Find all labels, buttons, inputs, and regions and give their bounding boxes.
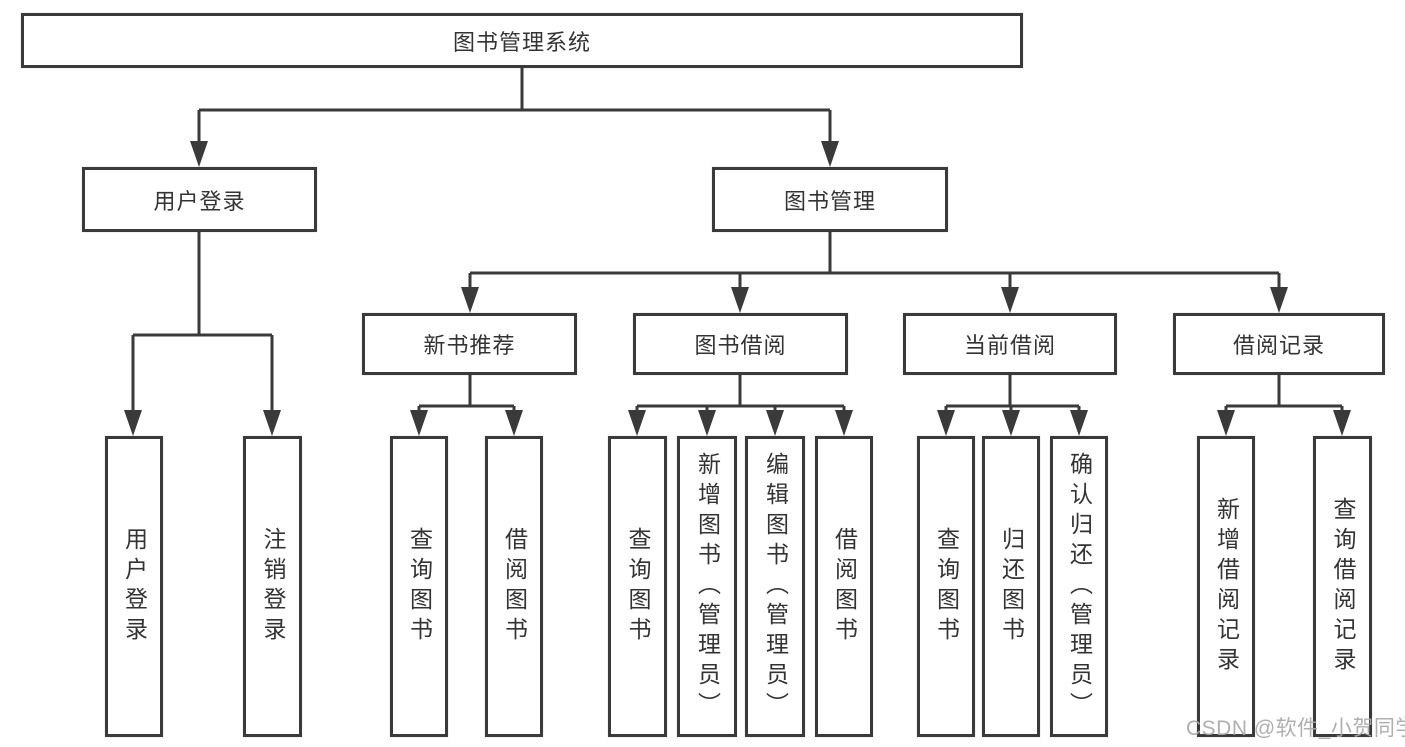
node-leaf-borrow-query-book-label: 查询图书 — [625, 526, 651, 647]
node-current-borrowing-label: 当前借阅 — [963, 333, 1056, 358]
node-leaf-query-borrow-record-label: 查询借阅记录 — [1330, 496, 1356, 677]
node-leaf-confirm-return-admin: 确认归还（管理员） — [1050, 436, 1108, 737]
node-book-borrowing: 图书借阅 — [633, 313, 848, 375]
node-leaf-add-book-admin: 新增图书（管理员） — [677, 436, 737, 737]
node-root-label: 图书管理系统 — [452, 29, 591, 55]
watermark: CSDN @软件_小贺同学 — [1186, 717, 1405, 740]
node-book-management: 图书管理 — [712, 167, 948, 232]
node-leaf-return-book-label: 归还图书 — [998, 526, 1025, 647]
node-leaf-borrow-borrow-book: 借阅图书 — [815, 436, 873, 737]
node-leaf-add-borrow-record-label: 新增借阅记录 — [1213, 496, 1240, 677]
node-leaf-logout: 注销登录 — [243, 436, 302, 737]
node-leaf-edit-book-admin-label: 编辑图书（管理员） — [762, 451, 789, 722]
node-leaf-borrow-query-book: 查询图书 — [608, 436, 667, 737]
node-leaf-logout-label: 注销登录 — [260, 526, 286, 647]
node-leaf-borrow-borrow-book-label: 借阅图书 — [831, 526, 858, 647]
node-leaf-add-book-admin-label: 新增图书（管理员） — [694, 451, 721, 722]
node-borrow-records: 借阅记录 — [1173, 313, 1385, 375]
node-leaf-edit-book-admin: 编辑图书（管理员） — [745, 436, 805, 737]
node-book-borrowing-label: 图书借阅 — [694, 333, 787, 358]
node-leaf-current-query-book-label: 查询图书 — [933, 526, 960, 647]
node-leaf-rec-query-book: 查询图书 — [390, 436, 448, 737]
node-leaf-user-login: 用户登录 — [105, 436, 163, 737]
node-root: 图书管理系统 — [21, 13, 1023, 68]
node-user-login-label: 用户登录 — [153, 188, 246, 214]
node-current-borrowing: 当前借阅 — [903, 313, 1117, 375]
node-leaf-rec-borrow-book: 借阅图书 — [485, 436, 543, 737]
node-leaf-return-book: 归还图书 — [982, 436, 1040, 737]
node-new-book-recommend-label: 新书推荐 — [423, 333, 516, 358]
node-leaf-add-borrow-record: 新增借阅记录 — [1197, 436, 1255, 737]
node-borrow-records-label: 借阅记录 — [1232, 333, 1325, 358]
node-user-login: 用户登录 — [82, 167, 317, 232]
node-leaf-rec-query-book-label: 查询图书 — [406, 526, 433, 647]
node-leaf-current-query-book: 查询图书 — [917, 436, 975, 737]
node-book-management-label: 图书管理 — [783, 188, 876, 214]
node-new-book-recommend: 新书推荐 — [362, 313, 577, 375]
node-leaf-user-login-label: 用户登录 — [121, 526, 148, 647]
node-leaf-rec-borrow-book-label: 借阅图书 — [501, 526, 528, 647]
node-leaf-confirm-return-admin-label: 确认归还（管理员） — [1066, 451, 1093, 722]
node-leaf-query-borrow-record: 查询借阅记录 — [1313, 436, 1372, 737]
